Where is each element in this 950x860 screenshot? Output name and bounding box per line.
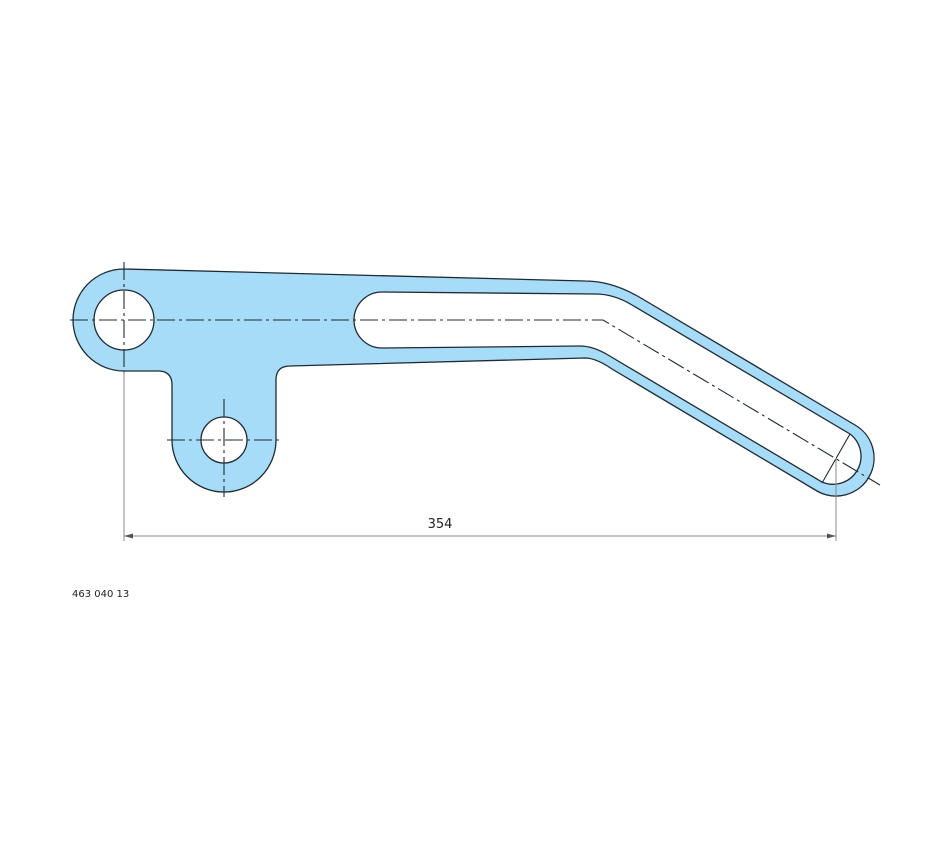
dimension-value: 354 [428, 517, 453, 532]
bent-slot [353, 291, 862, 485]
main-centerline [70, 319, 881, 486]
lever-part-outline [72, 268, 875, 497]
dimension-arrow-left [124, 533, 133, 539]
part-number: 463 040 13 [72, 589, 129, 600]
dimension-arrow-right [827, 533, 836, 539]
